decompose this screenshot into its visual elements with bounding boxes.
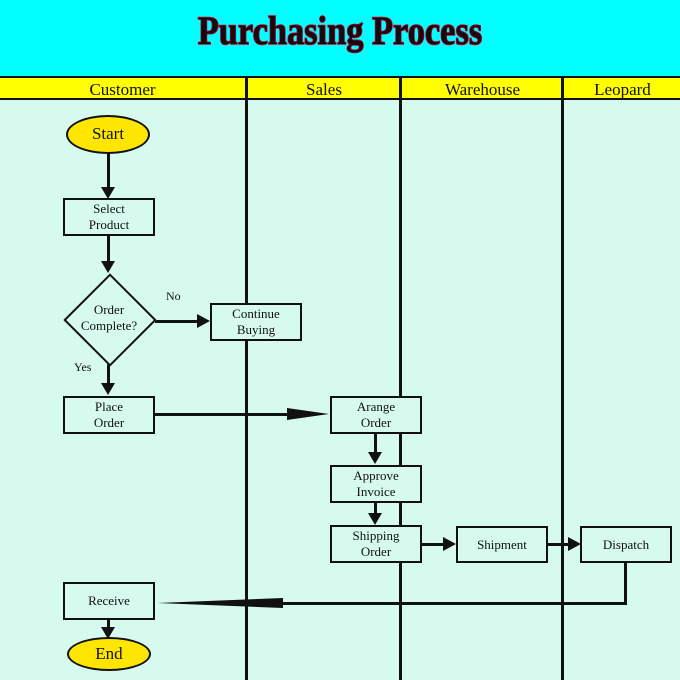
arrowhead-place-order bbox=[101, 383, 115, 395]
lane-header-leopard: Leopard bbox=[594, 80, 651, 99]
edge-label-yes: Yes bbox=[74, 360, 92, 374]
arrowhead-select-product bbox=[101, 187, 115, 199]
lane-divider-warehouse-leopard bbox=[561, 76, 564, 680]
page-title: Purchasing Process bbox=[197, 7, 483, 54]
arrowhead-continue-buying bbox=[197, 314, 210, 328]
arrowhead-approve-invoice bbox=[368, 452, 382, 464]
lane-header-customer: Customer bbox=[89, 80, 156, 99]
connector-shipping-order-to-shipment bbox=[422, 543, 446, 546]
connector-dispatch-to-receive bbox=[283, 602, 627, 605]
connector-place-order-to-arange-order bbox=[155, 413, 289, 416]
lane-divider-sales-warehouse bbox=[399, 76, 402, 680]
node-dispatch-label: Dispatch bbox=[602, 536, 650, 552]
node-shipment-label: Shipment bbox=[477, 536, 527, 552]
node-start[interactable]: Start bbox=[66, 115, 150, 154]
arrowhead-dispatch bbox=[568, 537, 581, 551]
lane-divider-customer-sales bbox=[245, 76, 248, 680]
title-banner: Purchasing Process bbox=[0, 0, 680, 76]
arrowhead-arange-order bbox=[287, 408, 329, 420]
connector-select-product-to-decision bbox=[107, 235, 110, 263]
arrowhead-shipping-order bbox=[368, 513, 382, 525]
connector-approve-invoice-to-shipping-order bbox=[374, 502, 377, 516]
arrowhead-decision bbox=[101, 261, 115, 273]
connector-shipment-to-dispatch bbox=[548, 543, 571, 546]
swimlane-header: Customer Sales Warehouse Leopard bbox=[0, 76, 680, 100]
arrowhead-shipment bbox=[443, 537, 456, 551]
node-shipment[interactable]: Shipment bbox=[456, 526, 548, 563]
node-start-label: Start bbox=[91, 124, 125, 144]
node-end[interactable]: End bbox=[67, 637, 151, 671]
arrowhead-receive bbox=[157, 598, 283, 608]
connector-start-to-select-product bbox=[107, 153, 110, 189]
lane-header-sales: Sales bbox=[306, 80, 342, 99]
connector-decision-to-continue-buying bbox=[155, 320, 201, 323]
connector-arange-order-to-approve-invoice bbox=[374, 434, 377, 454]
edge-label-no: No bbox=[166, 289, 181, 303]
connector-decision-to-place-order bbox=[107, 358, 110, 384]
arrowhead-end bbox=[101, 627, 115, 639]
node-receive-label: Receive bbox=[88, 593, 130, 609]
node-receive[interactable]: Receive bbox=[63, 582, 155, 620]
connector-receive-to-end bbox=[107, 620, 110, 632]
connector-dispatch-down bbox=[624, 563, 627, 605]
node-end-label: End bbox=[95, 643, 123, 663]
lane-header-warehouse: Warehouse bbox=[444, 80, 521, 99]
node-dispatch[interactable]: Dispatch bbox=[580, 526, 672, 563]
